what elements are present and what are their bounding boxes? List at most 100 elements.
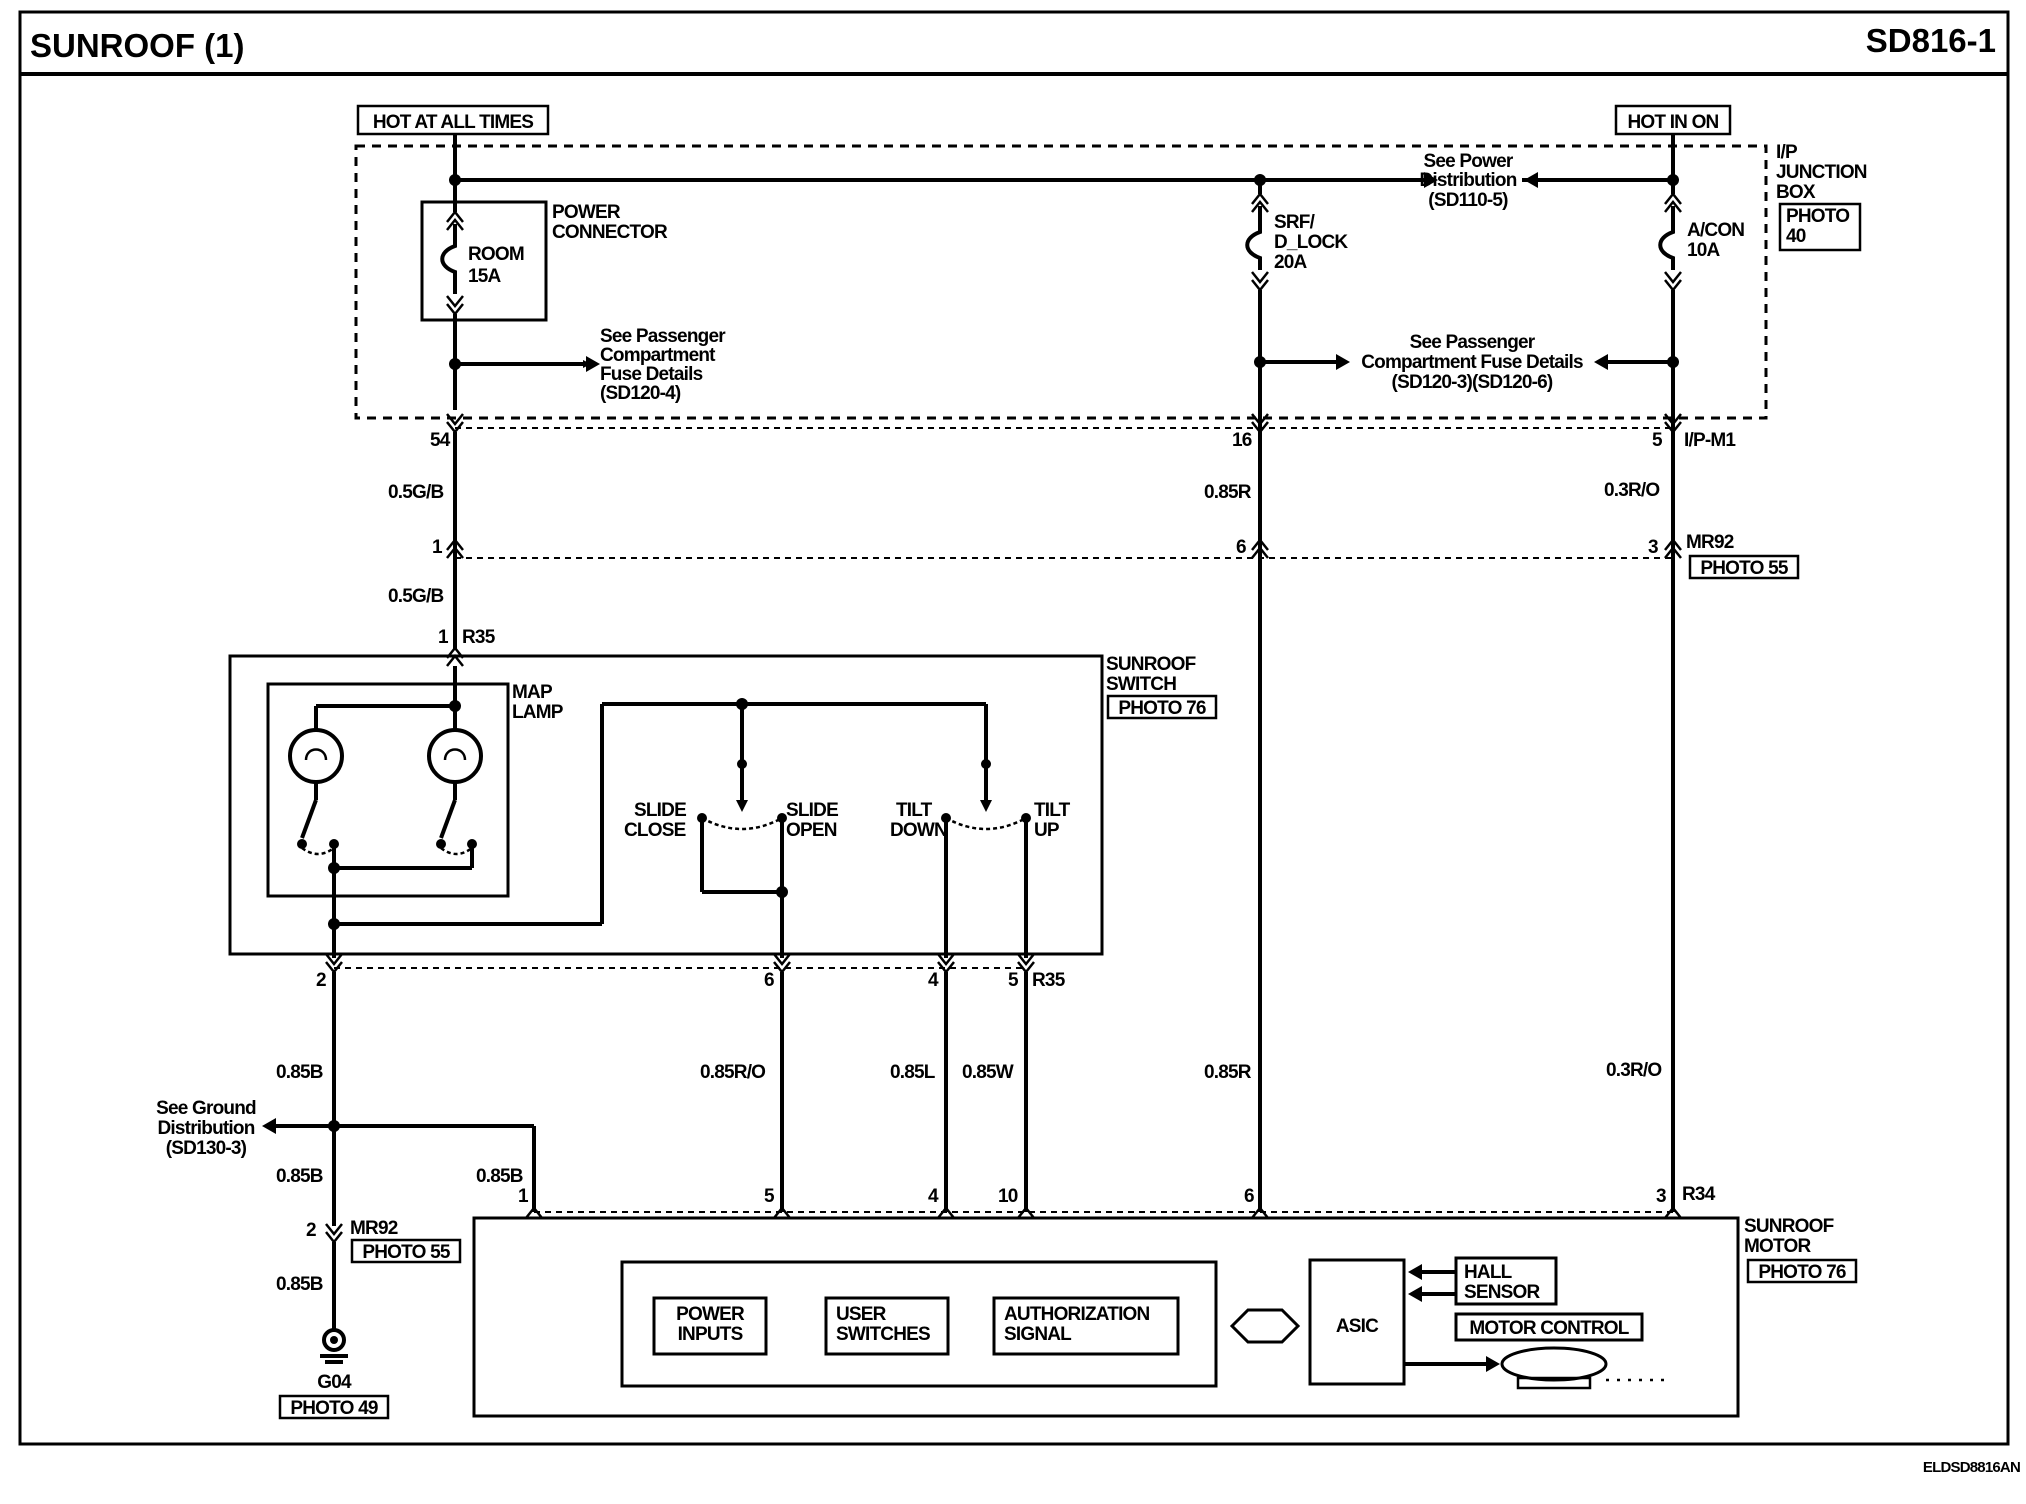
sunroof-motor-1: SUNROOF [1744,1216,1834,1237]
slide-open-2: OPEN [786,820,837,841]
pass-fuse-1-2: Compartment [600,345,716,366]
wire-label-gb-2: 0.5G/B [388,586,443,607]
fuse-terminal [446,295,464,317]
photo-box [350,1238,462,1264]
photo-label: PHOTO 76 [1118,698,1205,719]
junction-box-photo-box [1778,202,1862,252]
photo-box [1106,694,1218,720]
pin-label: 1 [518,1186,529,1207]
wire-label-b-1: 0.85B [276,1062,323,1083]
wire-label-r-2: 0.85R [1204,1062,1252,1083]
footer-code: ELDSD8816AN [1923,1459,2020,1476]
pin-label: 5 [764,1186,775,1207]
tilt-down-1: TILT [896,800,933,821]
pin-label: 54 [430,430,451,451]
ground-id: G04 [317,1372,352,1393]
bidirectional-arrow-icon [1229,1308,1301,1344]
connector-r35-label: R35 [1032,970,1066,991]
srf-fuse-2: D_LOCK [1274,232,1348,253]
pin-label: 2 [316,970,326,991]
hot-in-on-label: HOT IN ON [1628,112,1719,133]
hall-sensor-1: HALL [1464,1262,1513,1283]
sunroof-switch-2: SWITCH [1106,674,1176,695]
fuse-terminal [1664,271,1682,293]
motor-inputs-group [620,1260,1218,1388]
page-title: SUNROOF (1) [30,27,245,64]
arrow [1336,354,1350,370]
ground-dist-2: Distribution [158,1118,255,1139]
photo-label: PHOTO 55 [1700,558,1788,579]
power-dist-3: (SD110-5) [1428,190,1508,211]
wire-label-ro-2: 0.3R/O [1606,1060,1661,1081]
photo-label: PHOTO 49 [290,1398,377,1419]
power-dist-1: See Power [1424,151,1514,172]
connector-pin [1017,1205,1035,1219]
srf-fuse-icon [1245,206,1262,270]
arrow [1408,1286,1422,1302]
pin-label: 4 [928,970,939,991]
filament [443,748,467,761]
wire-label-gb-1: 0.5G/B [388,482,443,503]
pin-label: 3 [1656,1186,1666,1207]
fuse-terminal [1251,271,1269,293]
arrow [980,800,992,812]
auth-signal-2: SIGNAL [1004,1324,1072,1345]
power-connector-1: POWER [552,202,621,223]
sunroof-motor-box [472,1216,1740,1418]
pass-fuse-2-2: Compartment Fuse Details [1361,352,1583,373]
slide-close-2: CLOSE [624,820,686,841]
room-fuse-1: ROOM [468,244,524,265]
power-connector-2: CONNECTOR [552,222,668,243]
wire-label-ro-1: 0.3R/O [1604,480,1659,501]
hall-sensor-box [1454,1256,1558,1306]
lamp-switch-icon [300,799,318,839]
map-lamp-box [266,682,510,898]
power-dist-2: Distribution [1420,170,1517,191]
acon-fuse-1: A/CON [1687,220,1744,241]
motor-control-label: MOTOR CONTROL [1469,1318,1629,1339]
pin-label: 10 [998,1186,1018,1207]
pass-fuse-1-3: Fuse Details [600,364,703,385]
auth-signal-1: AUTHORIZATION [1004,1304,1150,1325]
slide-close-1: SLIDE [634,800,686,821]
wire-label-b-2: 0.85B [276,1166,323,1187]
linkage [945,816,1027,831]
user-switches-box [824,1296,950,1356]
arrow [586,356,600,372]
pass-fuse-2-1: See Passenger [1410,332,1536,353]
photo-box [1688,554,1800,580]
arrow-ground [262,1118,276,1134]
junction-box-outline [354,144,1768,420]
connector-pin [1664,537,1682,559]
connector-mr92-bottom: MR92 [350,1218,398,1239]
pass-fuse-2-3: (SD120-3)(SD120-6) [1392,372,1553,393]
motor-icon [1500,1346,1608,1382]
pass-fuse-1-1: See Passenger [600,326,726,347]
lamp-bulb-icon [288,728,344,784]
pin-label: 1 [432,537,443,558]
junction-box-label-2: JUNCTION [1776,162,1867,183]
tilt-up-2: UP [1034,820,1060,841]
user-switches-1: USER [836,1304,887,1325]
photo-box [1746,1258,1858,1284]
connector-pin [1664,1205,1682,1219]
ground-dist-3: (SD130-3) [166,1138,247,1159]
arrow [1594,354,1608,370]
auth-signal-box [992,1296,1180,1356]
linkage [301,846,335,856]
ground-dist-1: See Ground [156,1098,256,1119]
map-lamp-2: LAMP [512,702,564,723]
wire-label-b-3: 0.85B [476,1166,523,1187]
filament [304,748,328,761]
connector-pin [937,1205,955,1219]
pin-label: 5 [1008,970,1019,991]
motor-base [1516,1376,1592,1390]
sunroof-switch-1: SUNROOF [1106,654,1196,675]
hot-at-all-times-label: HOT AT ALL TIMES [373,112,533,133]
slide-open-1: SLIDE [786,800,838,821]
srf-fuse-1: SRF/ [1274,212,1316,233]
connector-pin [1251,1205,1269,1219]
user-switches-2: SWITCHES [836,1324,930,1345]
page-code: SD816-1 [1866,22,1996,59]
